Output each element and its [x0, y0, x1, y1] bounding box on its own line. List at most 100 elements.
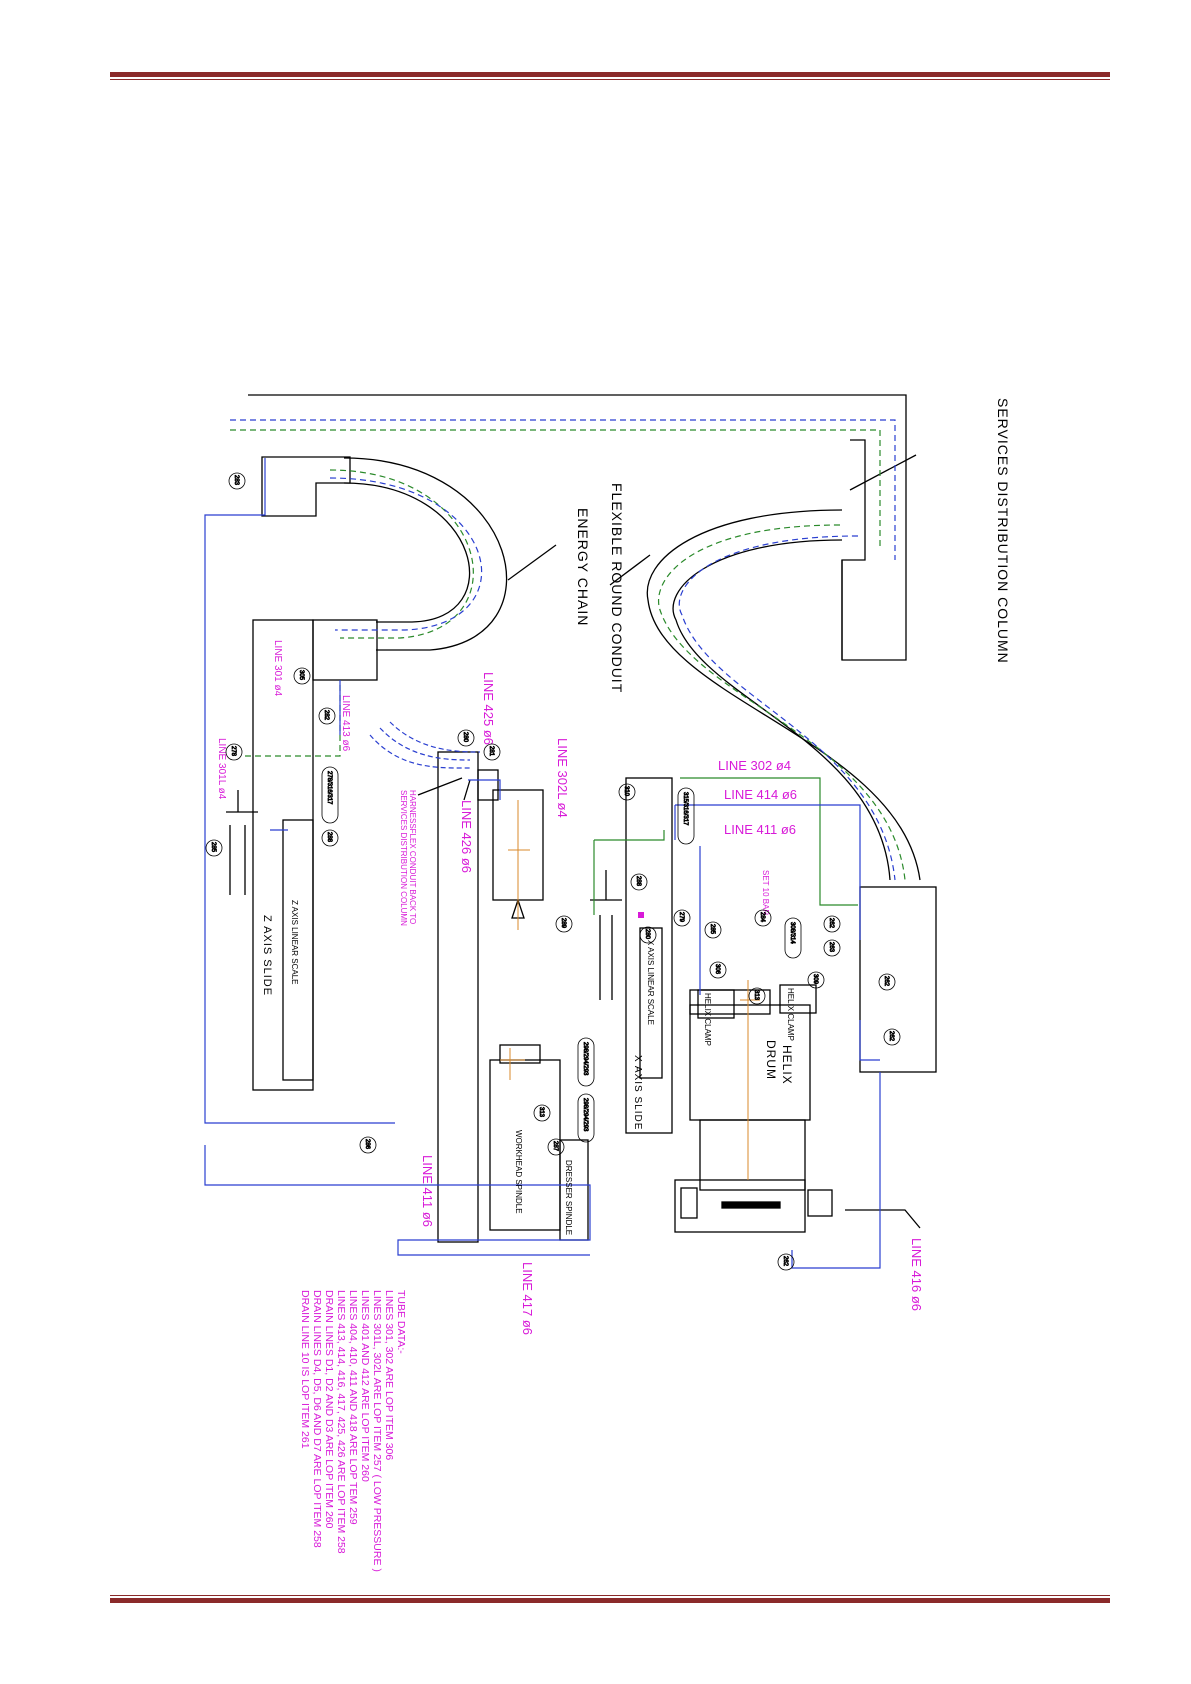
- svg-text:287: 287: [552, 1141, 558, 1152]
- line-417: LINE 417 ø6: [520, 1262, 535, 1335]
- item-bubble: 280: [639, 926, 657, 944]
- svg-text:LINES 301, 302 ARE LOP ITEM 30: LINES 301, 302 ARE LOP ITEM 306: [383, 1290, 395, 1460]
- item-bubble: 285: [704, 921, 722, 939]
- footer-rule: [110, 1595, 1110, 1603]
- line-416: LINE 416 ø6: [909, 1238, 924, 1311]
- label-set-bar: SET 10 BAR: [761, 870, 770, 915]
- svg-text:283: 283: [233, 475, 239, 486]
- svg-text:262: 262: [782, 1256, 788, 1267]
- item-bubble: 279: [673, 909, 691, 927]
- svg-text:298/294/293: 298/294/293: [582, 1098, 588, 1132]
- item-bubble: 298/294/293: [577, 1093, 595, 1143]
- svg-text:286: 286: [364, 1139, 370, 1150]
- item-bubble: 281: [483, 743, 501, 761]
- item-bubble: 288: [321, 829, 339, 847]
- marker: [638, 912, 644, 918]
- svg-text:284: 284: [759, 912, 765, 923]
- line-411-bottom: LINE 411 ø6: [420, 1155, 435, 1227]
- item-bubble: 284: [754, 909, 772, 927]
- item-bubble: 313: [533, 1104, 551, 1122]
- line-426: LINE 426 ø6: [459, 800, 474, 873]
- svg-text:DRAIN LINES D1, D2 AND D3 ARE: DRAIN LINES D1, D2 AND D3 ARE LOP ITEM 2…: [323, 1290, 335, 1529]
- svg-text:308/314: 308/314: [789, 922, 795, 944]
- svg-text:262: 262: [883, 976, 889, 987]
- item-bubble: 283: [228, 472, 246, 490]
- item-bubble: 280: [457, 729, 475, 747]
- svg-text:289: 289: [560, 918, 566, 929]
- item-bubble: 298/294/293: [577, 1037, 595, 1087]
- machine-outline: [226, 394, 937, 1243]
- item-bubble: 262: [883, 1028, 901, 1046]
- tube-data-notes: TUBE DATA:- LINES 301, 302 ARE LOP ITEM …: [299, 1290, 407, 1572]
- item-bubble: 308/314: [784, 917, 802, 959]
- svg-text:288: 288: [326, 832, 332, 843]
- line-411-top: LINE 411 ø6: [724, 822, 796, 837]
- svg-text:298/294/293: 298/294/293: [582, 1042, 588, 1076]
- label-energy-chain: ENERGY CHAIN: [575, 508, 591, 626]
- item-bubble: 285: [205, 839, 223, 857]
- svg-text:281: 281: [488, 746, 494, 757]
- x-axis-linear-scale: [639, 927, 663, 1079]
- svg-text:DRAIN LINES D4, D5, D6 AND D7: DRAIN LINES D4, D5, D6 AND D7 ARE LOP IT…: [311, 1290, 323, 1548]
- label-dresser-spindle: DRESSER SPINDLE: [564, 1160, 573, 1235]
- right-manifold: [859, 886, 937, 1073]
- label-workhead-spindle: WORKHEAD SPINDLE: [514, 1130, 523, 1214]
- item-bubble: 278: [225, 743, 243, 761]
- item-bubble: 310: [618, 783, 636, 801]
- svg-text:282: 282: [323, 710, 329, 721]
- item-bubble: 263: [823, 939, 841, 957]
- svg-text:288: 288: [635, 876, 641, 887]
- item-bubble: 305: [293, 667, 311, 685]
- label-z-axis-scale: Z AXIS LINEAR SCALE: [290, 900, 299, 984]
- green-lines: [230, 429, 906, 915]
- svg-text:278/316/317: 278/316/317: [326, 771, 332, 805]
- label-helix: HELIX: [780, 1045, 794, 1085]
- svg-text:TUBE DATA:-: TUBE DATA:-: [395, 1290, 407, 1354]
- item-bubble: 306: [709, 961, 727, 979]
- line-301: LINE 301 ø4: [272, 640, 283, 697]
- label-helix-clamp-left: HELIX CLAMP: [703, 993, 712, 1046]
- line-302l: LINE 302L ø4: [555, 738, 570, 818]
- item-bubble: 309: [807, 971, 825, 989]
- line-301l: LINE 301L ø4: [216, 738, 227, 800]
- item-bubbles: 283 305 282 278 280 281 278/316/317 288 …: [205, 472, 901, 1271]
- svg-text:LINES 404, 410, 411 AND 418 A: LINES 404, 410, 411 AND 418 ARE LOP TEM …: [347, 1290, 359, 1525]
- item-bubble: 286: [359, 1136, 377, 1154]
- line-425: LINE 425 ø6: [481, 672, 496, 745]
- item-bubble: 288: [630, 873, 648, 891]
- header-rule: [110, 72, 1110, 80]
- z-axis-linear-scale: [282, 819, 314, 1081]
- line-414: LINE 414 ø6: [724, 787, 797, 802]
- svg-text:280: 280: [644, 929, 650, 940]
- label-services-column: SERVICES DISTRIBUTION COLUMN: [995, 398, 1011, 664]
- svg-text:285: 285: [210, 842, 216, 853]
- label-harnessflex-2: SERVICES DISTRIBUTION COLUMN: [399, 790, 408, 926]
- svg-text:306: 306: [714, 964, 720, 975]
- label-drum: DRUM: [764, 1040, 778, 1080]
- label-harnessflex-1: HARNESSFLEX CONDUIT BACK TO: [408, 790, 417, 924]
- label-x-axis-scale: X AXIS LINEAR SCALE: [646, 940, 655, 1025]
- label-x-axis-slide: X AXIS SLIDE: [632, 1055, 643, 1130]
- svg-text:285: 285: [709, 924, 715, 935]
- line-302: LINE 302 ø4: [718, 758, 791, 773]
- svg-text:309: 309: [812, 974, 818, 985]
- item-bubble: 262: [777, 1253, 795, 1271]
- item-bubble: 262: [878, 973, 896, 991]
- x-axis-slide: [625, 777, 673, 1134]
- workhead-column: [437, 751, 479, 1243]
- svg-text:313: 313: [753, 990, 759, 1001]
- centre-lines: [500, 800, 760, 1180]
- svg-text:262: 262: [828, 918, 834, 929]
- workhead-spindle: [489, 1059, 561, 1231]
- item-bubble: 282: [318, 707, 336, 725]
- svg-text:278: 278: [230, 746, 236, 757]
- item-bubble: 287: [547, 1138, 565, 1156]
- svg-text:LINES 401 AND 412 ARE LOP ITE: LINES 401 AND 412 ARE LOP ITEM 260: [359, 1290, 371, 1482]
- label-z-axis-slide: Z AXIS SLIDE: [261, 915, 273, 996]
- item-bubble: 262: [823, 915, 841, 933]
- item-bubble: 289: [555, 915, 573, 933]
- svg-text:313: 313: [538, 1107, 544, 1118]
- svg-text:262: 262: [888, 1031, 894, 1042]
- svg-text:263: 263: [828, 942, 834, 953]
